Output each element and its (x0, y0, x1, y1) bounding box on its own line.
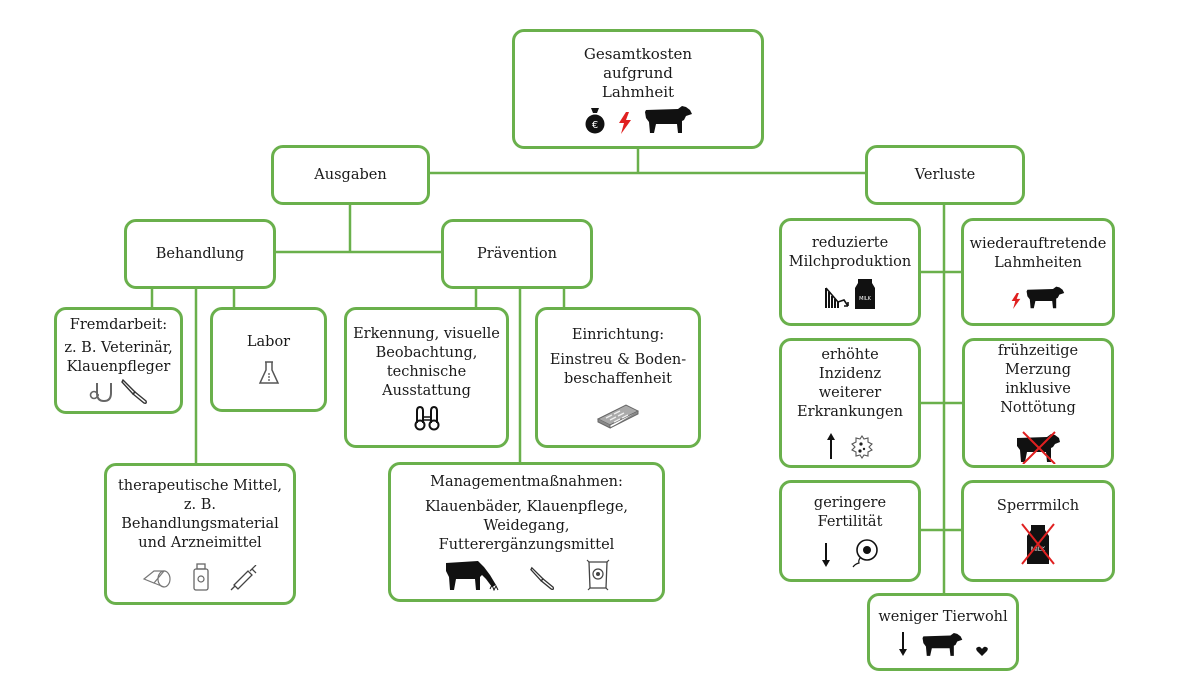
lab-flask-icon (258, 361, 279, 384)
syringe-icon (230, 565, 257, 591)
heart-icon (976, 646, 988, 656)
cow-icon (1026, 286, 1065, 309)
erhoehte-inzidenz-title: erhöhte Inzidenz weiterer Erkrankungen (797, 347, 903, 420)
geringere-fertilitaet-title: geringere Fertilität (813, 495, 887, 530)
weniger-tierwohl-title: weniger Tierwohl (878, 608, 1008, 625)
hoof-knife-icon (120, 378, 147, 404)
labor-title: Labor (246, 334, 291, 350)
erkennung-title: Erkennung, visuelle Beobachtung, technis… (353, 325, 500, 399)
node-managementmassnahmen: Managementmaßnahmen: Klauenbäder, Klauen… (388, 462, 665, 602)
fremdarbeit-title: Fremdarbeit: (69, 317, 168, 333)
wiederauftretende-lahmheiten-title: wiederauftretende Lahmheiten (969, 236, 1107, 271)
verluste-label: Verluste (914, 166, 976, 183)
sperrmilch-title: Sperrmilch (996, 497, 1080, 514)
therapeutische-mittel-title: therapeutische Mittel, z. B. Behandlungs… (117, 478, 283, 551)
svg-text:€: € (592, 120, 598, 131)
arrow-up-icon (827, 433, 835, 459)
binoculars-icon (414, 405, 439, 430)
cow-icon (922, 632, 963, 656)
node-erkennung: Erkennung, visuelle Beobachtung, technis… (344, 307, 509, 448)
reduzierte-milchproduktion-title: reduzierte Milchproduktion (788, 235, 912, 270)
lightning-icon (619, 111, 631, 134)
sperm-egg-icon (852, 539, 878, 568)
floor-slat-icon (596, 404, 640, 429)
cow-icon (645, 105, 692, 133)
cow-crossed-icon (1017, 431, 1060, 464)
node-therapeutische-mittel: therapeutische Mittel, z. B. Behandlungs… (104, 463, 296, 605)
svg-text:MILK: MILK (1031, 546, 1046, 553)
node-reduzierte-milchproduktion: reduzierte Milchproduktion MILK (779, 218, 921, 326)
management-text: Klauenbäder, Klauenpflege, Weidegang, Fu… (424, 499, 629, 553)
fruehzeitige-merzung-title: frühzeitige Merzung inklusive Nottötung (997, 343, 1079, 416)
node-behandlung: Behandlung (124, 219, 276, 289)
node-sperrmilch: Sperrmilch MILK (961, 480, 1115, 582)
milk-carton-crossed-icon: MILK (1021, 522, 1055, 565)
lightning-icon (1011, 293, 1021, 309)
node-ausgaben: Ausgaben (271, 145, 430, 205)
milk-carton-icon: MILK (855, 279, 875, 309)
praevention-label: Prävention (477, 245, 557, 262)
node-labor: Labor (210, 307, 327, 412)
node-geringere-fertilitaet: geringere Fertilität (779, 480, 921, 582)
arrow-down-icon (899, 631, 907, 656)
stethoscope-icon (89, 383, 112, 403)
ausgaben-label: Ausgaben (314, 166, 387, 183)
fremdarbeit-text: z. B. Veterinär, Klauenpfleger (64, 340, 173, 375)
management-title: Managementmaßnahmen: (430, 474, 623, 490)
hoof-knife-icon (529, 566, 554, 591)
node-einrichtung: Einrichtung: Einstreu & Boden- beschaffe… (535, 307, 701, 448)
feed-bag-icon (586, 559, 609, 591)
node-fremdarbeit: Fremdarbeit: z. B. Veterinär, Klauenpfle… (54, 307, 183, 414)
bandage-roll-icon (142, 570, 171, 588)
root-label: Gesamtkosten aufgrund Lahmheit (583, 44, 693, 101)
money-bag-euro-icon: € (585, 107, 605, 133)
node-wiederauftretende-lahmheiten: wiederauftretende Lahmheiten (961, 218, 1115, 326)
root-node-gesamtkosten: Gesamtkosten aufgrund Lahmheit € (512, 29, 764, 149)
einrichtung-title: Einrichtung: (571, 327, 665, 343)
node-weniger-tierwohl: weniger Tierwohl (867, 593, 1019, 671)
node-fruehzeitige-merzung: frühzeitige Merzung inklusive Nottötung (962, 338, 1114, 468)
node-praevention: Prävention (441, 219, 593, 289)
node-verluste: Verluste (865, 145, 1025, 205)
germ-icon (851, 435, 873, 459)
behandlung-label: Behandlung (155, 245, 245, 262)
svg-text:MILK: MILK (859, 296, 872, 302)
einrichtung-text: Einstreu & Boden- beschaffenheit (549, 352, 687, 387)
declining-chart-icon (825, 287, 849, 308)
grazing-cow-icon (445, 561, 498, 591)
arrow-down-icon (822, 543, 830, 567)
medicine-bottle-icon (193, 563, 209, 591)
node-erhoehte-inzidenz: erhöhte Inzidenz weiterer Erkrankungen (779, 338, 921, 468)
